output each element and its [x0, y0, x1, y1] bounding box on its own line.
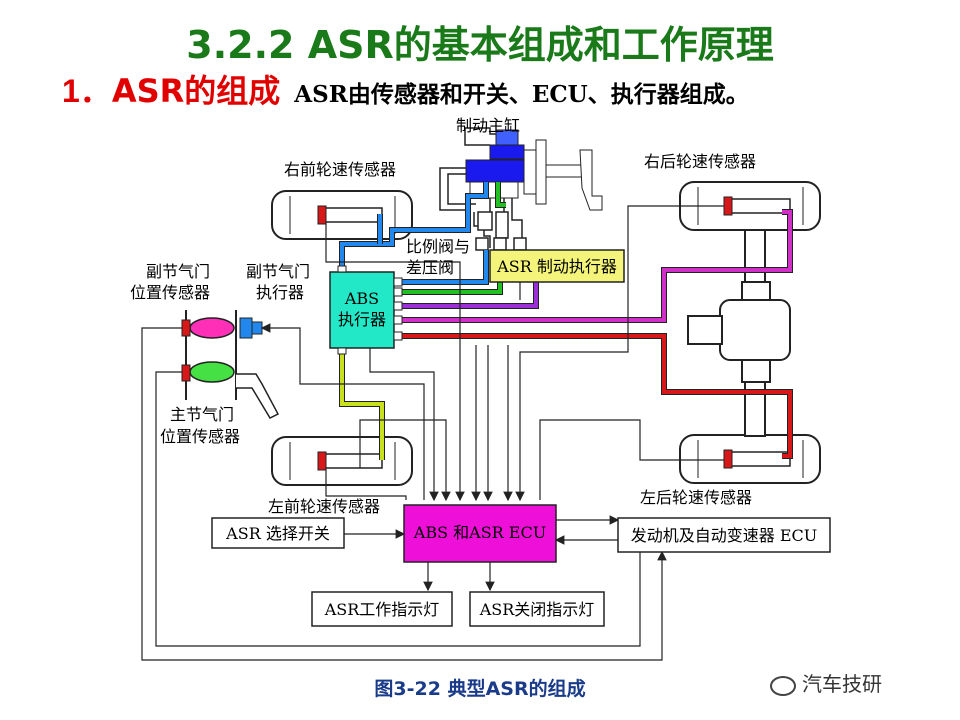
abs-actuator-label-1: ABS	[344, 289, 379, 308]
page-title: 3.2.2 ASR的基本组成和工作原理	[186, 23, 774, 67]
section-number: 1．	[62, 73, 112, 109]
brake-master-cylinder	[465, 129, 603, 211]
watermark-text: 汽车技研	[802, 672, 882, 696]
asr-off-lamp	[469, 591, 605, 627]
asr-brake-actuator	[489, 249, 625, 283]
proportion-valve-label-1: 比例阀与	[406, 237, 470, 256]
engine-transmission-ecu	[617, 517, 831, 553]
section-title: ASR的组成	[111, 72, 281, 110]
abs-actuator-label-2: 执行器	[338, 310, 386, 329]
sub-throttle-sensor-label-2: 位置传感器	[130, 283, 210, 302]
asr-work-lamp	[311, 591, 453, 627]
section-heading: 1．ASR的组成 ASR由传感器和开关、ECU、执行器组成。	[62, 66, 749, 112]
master-cylinder-label: 制动主缸	[456, 116, 520, 135]
sub-throttle-actuator-label-1: 副节气门	[246, 262, 310, 281]
section-description: ASR由传感器和开关、ECU、执行器组成。	[294, 81, 749, 108]
proportion-valve-label-2: 差压阀	[406, 258, 454, 277]
asr-switch-label: ASR 选择开关	[225, 524, 330, 543]
hydraulic-lines	[339, 182, 793, 460]
figure-caption: 图3-22 典型ASR的组成	[374, 678, 586, 700]
ecu-label: ABS 和ASR ECU	[413, 523, 546, 542]
left-rear-wheel	[679, 434, 821, 484]
left-front-wheel	[271, 436, 413, 486]
asr-brake-actuator-label: ASR 制动执行器	[496, 257, 617, 276]
proportion-valve	[475, 211, 527, 251]
left-front-sensor-label: 左前轮速传感器	[268, 497, 380, 516]
left-rear-sensor-label: 左后轮速传感器	[640, 488, 752, 507]
throttle-body	[181, 310, 280, 419]
wechat-icon	[770, 675, 796, 696]
asr-off-lamp-label: ASR关闭指示灯	[479, 600, 595, 619]
right-front-sensor-label: 右前轮速传感器	[284, 160, 396, 179]
asr-selector-switch	[211, 517, 345, 549]
sub-throttle-sensor-label-1: 副节气门	[146, 262, 210, 281]
rear-differential	[687, 229, 791, 437]
signal-wires	[141, 205, 724, 661]
asr-work-lamp-label: ASR工作指示灯	[324, 600, 440, 619]
sub-throttle-actuator-label-2: 执行器	[256, 283, 304, 302]
watermark: 汽车技研	[770, 668, 882, 697]
engine-ecu-label: 发动机及自动变速器 ECU	[631, 526, 818, 545]
main-throttle-sensor-label-1: 主节气门	[170, 405, 234, 424]
right-rear-sensor-label: 右后轮速传感器	[644, 152, 756, 171]
main-throttle-sensor-label-2: 位置传感器	[160, 427, 240, 446]
abs-actuator	[329, 271, 395, 349]
abs-asr-ecu	[403, 504, 557, 563]
